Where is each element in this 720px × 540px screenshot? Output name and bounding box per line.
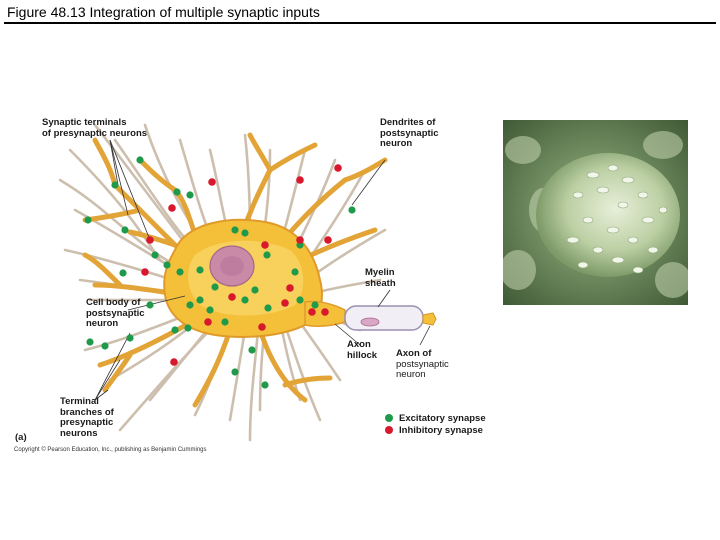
sem-micrograph [503, 120, 688, 305]
panel-label: (a) [15, 432, 27, 443]
inhibitory-synapses [141, 164, 342, 366]
legend-inhibitory: Inhibitory synapse [385, 425, 483, 436]
axon-node [422, 312, 437, 326]
slide-title: Figure 48.13 Integration of multiple syn… [7, 4, 320, 20]
inhibitory-dot-icon [385, 426, 393, 434]
excitatory-dot-icon [385, 414, 393, 422]
leader-lines [94, 139, 431, 401]
title-rule [4, 22, 716, 24]
copyright-text: Copyright © Pearson Education, Inc., pub… [14, 447, 207, 453]
legend-excitatory: Excitatory synapse [385, 413, 486, 424]
myelin-sheath [344, 305, 424, 331]
